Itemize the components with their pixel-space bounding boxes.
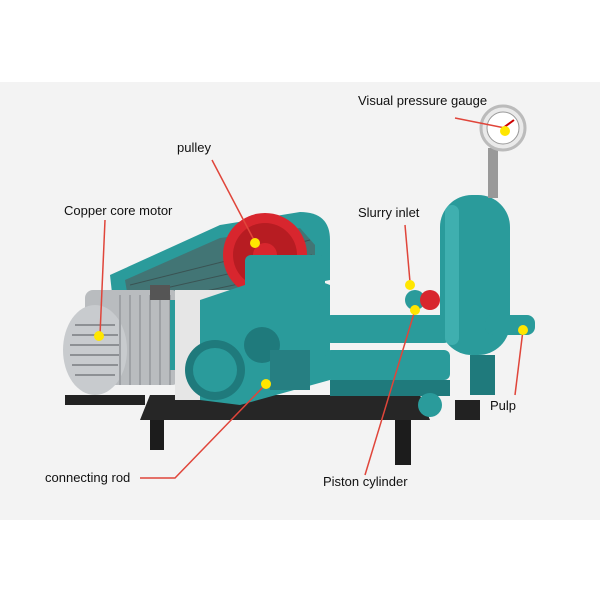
marker-motor	[94, 331, 104, 341]
leader-connecting-rod	[140, 384, 266, 479]
label-pulp: Pulp	[490, 398, 517, 413]
pressure-gauge	[479, 104, 527, 198]
label-piston-cylinder: Piston cylinder	[323, 474, 408, 489]
leader-gauge	[454, 117, 506, 129]
label-pressure-gauge: Visual pressure gauge	[358, 93, 488, 108]
pump-housing	[175, 255, 330, 405]
leader-piston-cylinder	[364, 309, 416, 476]
leader-pulp	[514, 329, 524, 396]
label-connecting-rod: connecting rod	[45, 470, 131, 485]
marker-connecting-rod	[261, 379, 271, 389]
marker-pulp	[518, 325, 528, 335]
leader-slurry-inlet	[404, 224, 411, 283]
base-frame	[65, 395, 480, 465]
label-pulley: pulley	[177, 140, 211, 155]
leader-lines	[99, 117, 524, 479]
marker-piston-cylinder	[410, 305, 420, 315]
marker-pulley	[250, 238, 260, 248]
label-slurry-inlet: Slurry inlet	[358, 205, 420, 220]
air-chamber	[440, 195, 535, 395]
marker-slurry-inlet	[405, 280, 415, 290]
leader-pulley	[211, 159, 256, 243]
leader-motor	[99, 219, 106, 336]
markers	[94, 126, 528, 389]
marker-gauge	[500, 126, 510, 136]
piston-cylinders	[325, 290, 450, 417]
label-motor: Copper core motor	[64, 203, 173, 218]
